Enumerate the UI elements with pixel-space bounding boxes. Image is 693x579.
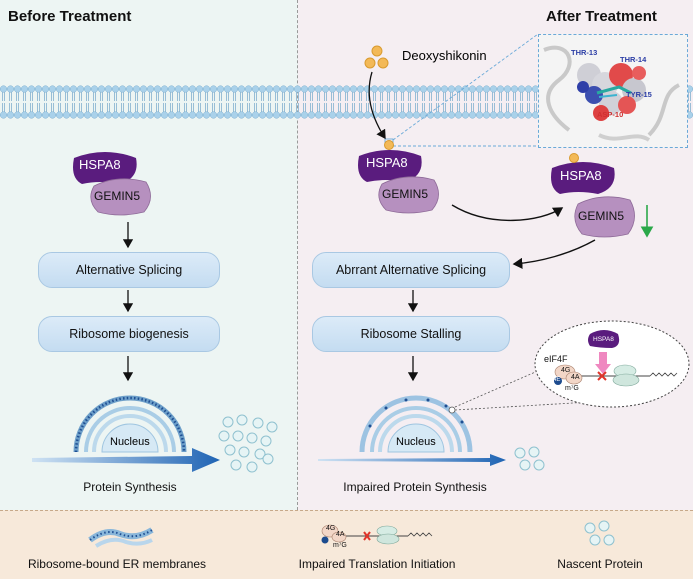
eif4f-label: eIF4F — [544, 354, 568, 364]
inset-4e-label: 4E — [553, 377, 561, 383]
deoxyshikonin-icon — [364, 45, 389, 69]
panel-divider — [297, 0, 298, 510]
legend-translation-icon — [321, 524, 433, 545]
gemin5-label-before: GEMIN5 — [94, 189, 141, 203]
drug-bound-dot-2 — [569, 153, 579, 163]
alternative-splicing-box: Alternative Splicing — [38, 252, 220, 288]
gemin5-before — [90, 178, 151, 216]
nascent-proteins-after — [514, 446, 545, 471]
flow-arrow-after — [318, 454, 506, 466]
legend-4g-label: 4G — [326, 525, 336, 532]
hspa8-after-bound — [358, 150, 422, 182]
after-title: After Treatment — [546, 8, 657, 25]
translation-inset — [534, 320, 690, 408]
legend-4a-label: 4A — [336, 531, 345, 538]
hspa8-label-after-2: HSPA8 — [560, 168, 602, 183]
gemin5-after-1 — [378, 176, 439, 214]
residue-label-4: ASP-10 — [597, 110, 624, 119]
residue-label-3: TYR-15 — [626, 90, 652, 99]
nucleus-label-after: Nucleus — [396, 436, 436, 448]
legend-er-icon — [88, 527, 154, 548]
residue-label-1: THR-13 — [571, 48, 598, 57]
nascent-proteins-before — [218, 414, 278, 473]
drug-bound-dot-1 — [384, 140, 394, 150]
inset-4g-label: 4G — [561, 367, 571, 374]
gemin5-after-2 — [574, 196, 635, 238]
aberrant-splicing-box: Abrrant Alternative Splicing — [312, 252, 510, 288]
legend-cap-label: m⁷G — [333, 542, 347, 549]
protein-synthesis-caption: Protein Synthesis — [83, 480, 177, 494]
structure-inset — [538, 34, 688, 148]
nucleus-label-before: Nucleus — [110, 436, 150, 448]
legend-translation-label: Impaired Translation Initiation — [298, 557, 456, 571]
legend-band — [0, 510, 693, 579]
inset-cap-label: m⁷G — [565, 385, 579, 392]
ribosome-biogenesis-box: Ribosome biogenesis — [38, 316, 220, 352]
legend-nascent-icon — [584, 520, 615, 546]
ribosome-stalling-box: Ribosome Stalling — [312, 316, 510, 352]
hspa8-label-after-1: HSPA8 — [366, 155, 408, 170]
er-nucleus-after — [359, 395, 473, 453]
gemin5-label-after-1: GEMIN5 — [382, 187, 429, 201]
impaired-synthesis-caption: Impaired Protein Synthesis — [343, 480, 487, 494]
inset-4a-label: 4A — [571, 374, 580, 381]
before-title: Before Treatment — [8, 8, 132, 25]
inset-hspa8-label: HSPA8 — [593, 336, 614, 343]
flow-arrow-before — [32, 448, 220, 472]
legend-nascent-label: Nascent Protein — [557, 557, 643, 571]
hspa8-before — [73, 152, 137, 184]
deoxyshikonin-label: Deoxyshikonin — [402, 48, 487, 63]
er-nucleus-before — [73, 395, 187, 453]
hspa8-after-separated — [551, 162, 615, 194]
residue-label-2: THR-14 — [620, 55, 647, 64]
gemin5-label-after-2: GEMIN5 — [578, 209, 625, 223]
hspa8-label-before: HSPA8 — [79, 157, 121, 172]
legend-er-label: Ribosome-bound ER membranes — [27, 557, 207, 571]
